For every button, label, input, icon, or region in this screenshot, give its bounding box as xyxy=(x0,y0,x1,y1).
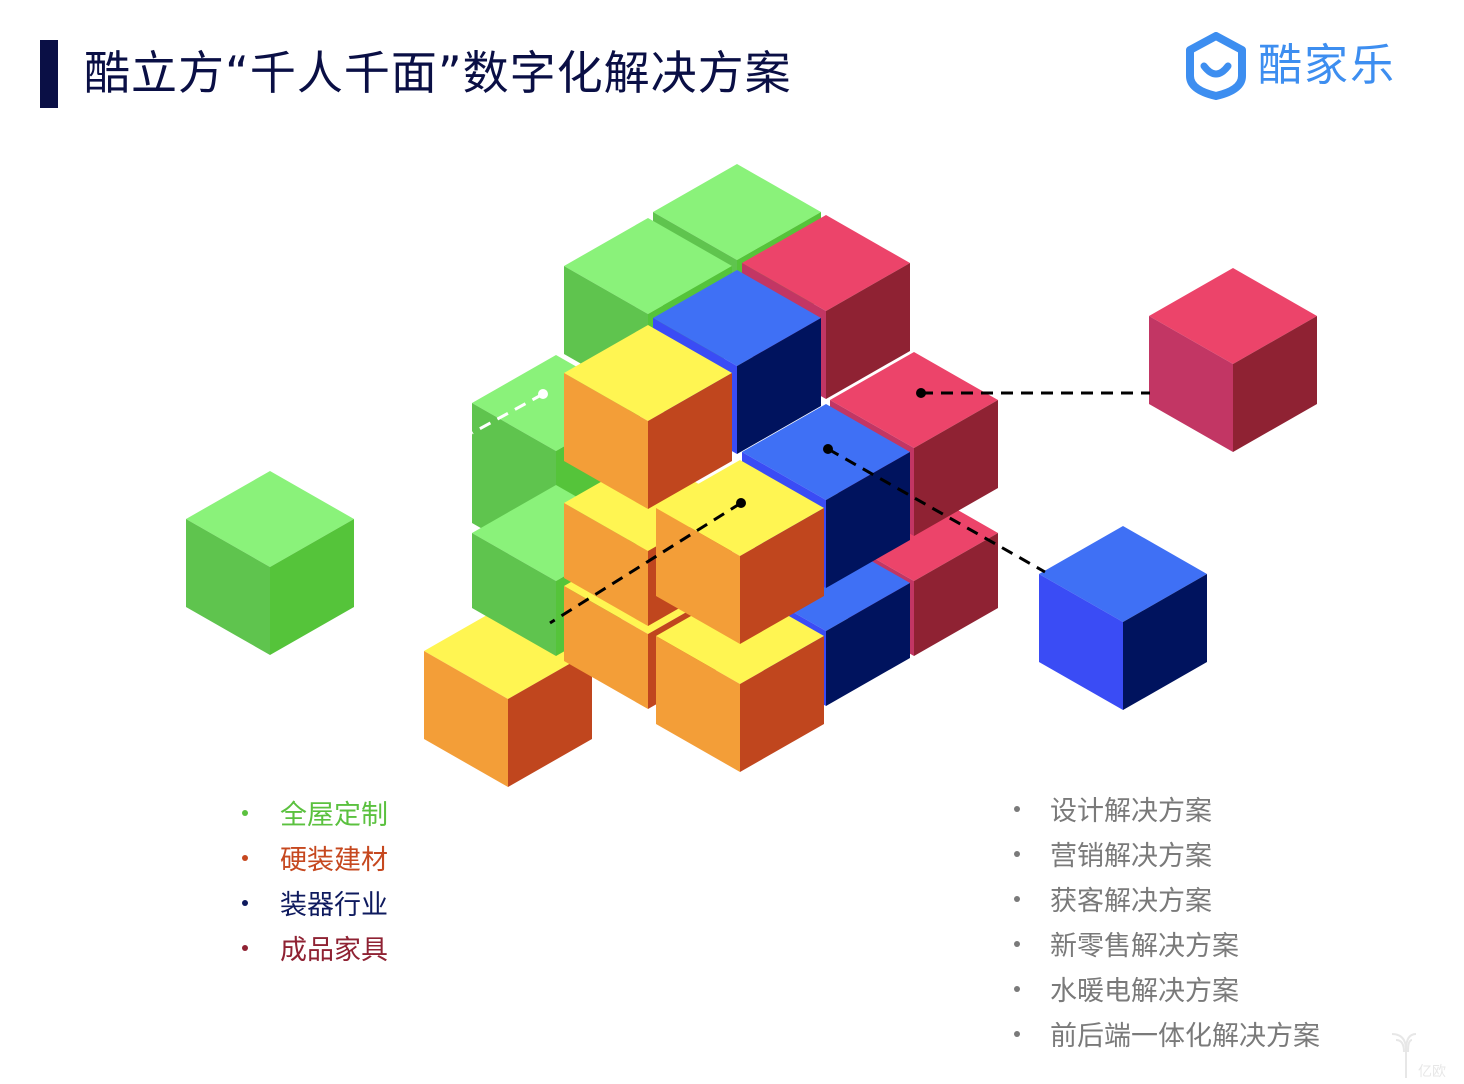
legend-item: 成品家具 xyxy=(242,925,388,970)
solution-item: 水暖电解决方案 xyxy=(1014,966,1320,1011)
solution-label: 前后端一体化解决方案 xyxy=(1050,1021,1320,1052)
loose-green-cube xyxy=(186,471,354,655)
legend-item: 全屋定制 xyxy=(242,790,388,835)
legend-item: 装器行业 xyxy=(242,880,388,925)
solution-label: 设计解决方案 xyxy=(1050,796,1212,827)
yiou-logo-icon: 亿欧 xyxy=(1391,1033,1446,1080)
legend-label: 全屋定制 xyxy=(280,800,388,831)
bullet-icon xyxy=(1014,940,1020,947)
solution-item: 新零售解决方案 xyxy=(1014,921,1320,966)
green-connector xyxy=(471,389,548,435)
bullet-icon xyxy=(242,944,248,951)
shield-smile-icon xyxy=(1186,32,1246,100)
solution-item: 设计解决方案 xyxy=(1014,786,1320,831)
legend-label: 装器行业 xyxy=(280,890,388,921)
brand-logo: 酷家乐 xyxy=(1184,32,1396,100)
solution-item: 获客解决方案 xyxy=(1014,876,1320,921)
stack-yellow-left-top xyxy=(564,325,732,509)
solution-item: 营销解决方案 xyxy=(1014,831,1320,876)
bullet-icon xyxy=(1014,1030,1020,1037)
bullet-icon xyxy=(242,809,248,816)
legend-label: 硬装建材 xyxy=(280,845,388,876)
brand-name: 酷家乐 xyxy=(1258,40,1396,91)
title-accent-bar xyxy=(40,40,58,108)
blue-connector xyxy=(823,444,1046,574)
solution-label: 水暖电解决方案 xyxy=(1050,976,1239,1007)
bullet-icon xyxy=(1014,985,1020,992)
loose-blue-cube xyxy=(1039,526,1207,710)
solution-label: 营销解决方案 xyxy=(1050,841,1212,872)
solution-label: 获客解决方案 xyxy=(1050,886,1212,917)
red-connector xyxy=(916,388,1150,398)
bullet-icon xyxy=(242,899,248,906)
loose-red-cube xyxy=(1149,268,1317,452)
solutions-list: 设计解决方案 营销解决方案 获客解决方案 新零售解决方案 水暖电解决方案 前后端… xyxy=(1014,786,1320,1056)
bullet-icon xyxy=(242,854,248,861)
legend-item: 硬装建材 xyxy=(242,835,388,880)
bullet-icon xyxy=(1014,895,1020,902)
legend-label: 成品家具 xyxy=(280,935,388,966)
bullet-icon xyxy=(1014,850,1020,857)
svg-text:亿欧: 亿欧 xyxy=(1418,1064,1446,1080)
bullet-icon xyxy=(1014,805,1020,812)
page-title: 酷立方“千人千面”数字化解决方案 xyxy=(84,46,792,100)
solution-label: 新零售解决方案 xyxy=(1050,931,1239,962)
yellow-connector xyxy=(549,498,746,625)
solution-item: 前后端一体化解决方案 xyxy=(1014,1011,1320,1056)
watermark: 亿欧 xyxy=(1390,1030,1450,1084)
industry-legend: 全屋定制 硬装建材 装器行业 成品家具 xyxy=(242,790,388,970)
stack-yellow-front-top xyxy=(656,460,824,644)
